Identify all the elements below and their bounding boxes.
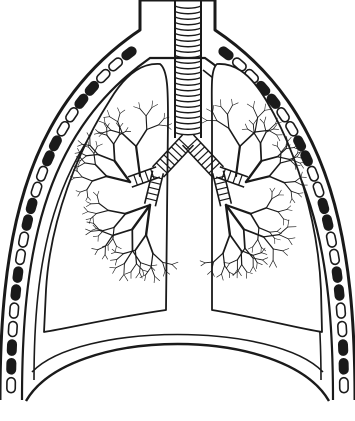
diaphragm-fill: [24, 348, 331, 421]
tracheal-ring: [175, 116, 201, 118]
right-bronchiole: [288, 137, 292, 141]
right-rib-segment: [284, 120, 299, 137]
tracheal-ring: [175, 12, 201, 14]
trachea: [175, 0, 201, 138]
right-bronchiole: [201, 263, 205, 266]
tracheal-ring: [175, 6, 201, 8]
left-bronchiole: [78, 144, 83, 146]
left-bronchiole: [114, 144, 115, 161]
left-rib-segment: [30, 181, 43, 198]
tracheal-ring: [175, 127, 201, 129]
right-rib-segment: [339, 359, 348, 374]
right-bronchiole: [300, 163, 304, 168]
left-rib-segment: [48, 135, 62, 152]
tracheal-ring: [175, 100, 201, 102]
left-bronchiole: [146, 116, 147, 130]
left-bronchiole: [78, 148, 80, 152]
right-rib-segment: [322, 214, 334, 231]
tracheal-ring: [175, 78, 201, 80]
left-rib-segment: [56, 120, 71, 137]
left-rib-segment: [7, 359, 16, 374]
left-lung-outline: [44, 64, 168, 332]
tracheal-ring: [175, 45, 201, 47]
left-rib-segment: [26, 198, 38, 215]
right-rib-segment: [217, 46, 234, 62]
right-bronchiole: [200, 261, 205, 263]
left-rib-segment: [21, 214, 33, 231]
left-bronchiole: [172, 262, 178, 264]
tracheal-ring: [175, 56, 201, 58]
right-bronchiole: [261, 143, 262, 161]
right-bronchiole: [241, 251, 242, 265]
left-rib-segment: [35, 165, 48, 182]
right-rib-segment: [339, 340, 348, 355]
right-rib-segment: [334, 285, 344, 301]
right-rib-segment: [326, 231, 337, 247]
left-rib-segment: [13, 267, 23, 283]
right-bronchiole: [208, 271, 212, 275]
right-bronchiole: [301, 172, 302, 177]
right-rib-segment: [317, 198, 329, 215]
tracheal-ring: [175, 67, 201, 69]
left-rib-segment: [84, 80, 100, 97]
right-rib-segment: [332, 267, 342, 283]
left-rib-segment: [42, 150, 56, 167]
tracheal-ring: [175, 133, 201, 135]
left-bronchiole: [172, 264, 177, 269]
tracheal-ring: [175, 111, 201, 113]
tracheal-ring: [175, 39, 201, 41]
right-rib-segment: [336, 303, 346, 319]
right-lung-outline: [212, 64, 322, 332]
left-rib-segment: [64, 106, 79, 123]
left-lung: [44, 64, 168, 332]
right-rib-segment: [340, 378, 349, 393]
left-rib-segment: [120, 46, 137, 62]
left-rib-segment: [9, 303, 19, 319]
left-rib-segment: [74, 93, 90, 110]
tracheal-ring: [175, 89, 201, 91]
right-bronchiole: [280, 152, 281, 163]
right-rib-segment: [306, 165, 319, 182]
right-rib-segment: [292, 135, 306, 152]
left-rib-segment: [107, 56, 124, 72]
tracheal-ring: [175, 83, 201, 85]
diaphragm: [24, 335, 331, 421]
left-rib-segment: [95, 68, 112, 85]
tracheal-ring: [175, 50, 201, 52]
right-lung: [212, 64, 322, 332]
left-rib-segment: [8, 321, 17, 336]
tracheal-ring: [175, 94, 201, 96]
right-rib-segment: [329, 249, 340, 265]
left-rib-segment: [15, 249, 26, 265]
right-rib-segment: [312, 181, 325, 198]
tracheal-ring: [175, 72, 201, 74]
left-rib-segment: [7, 378, 16, 393]
tracheal-ring: [175, 23, 201, 25]
tracheal-ring: [175, 17, 201, 19]
tracheal-ring: [175, 61, 201, 63]
left-rib-segment: [18, 231, 29, 247]
left-bronchiole: [78, 141, 82, 145]
right-bronchiole: [201, 117, 207, 120]
tracheal-ring: [175, 105, 201, 107]
right-rib-segment: [338, 321, 347, 336]
left-rib-segment: [11, 285, 21, 301]
left-bronchiole: [124, 264, 125, 275]
tracheal-ring: [175, 34, 201, 36]
tracheal-ring: [175, 122, 201, 124]
left-rib-segment: [7, 340, 16, 355]
tracheal-ring: [175, 28, 201, 30]
right-bronchiole: [244, 229, 245, 248]
